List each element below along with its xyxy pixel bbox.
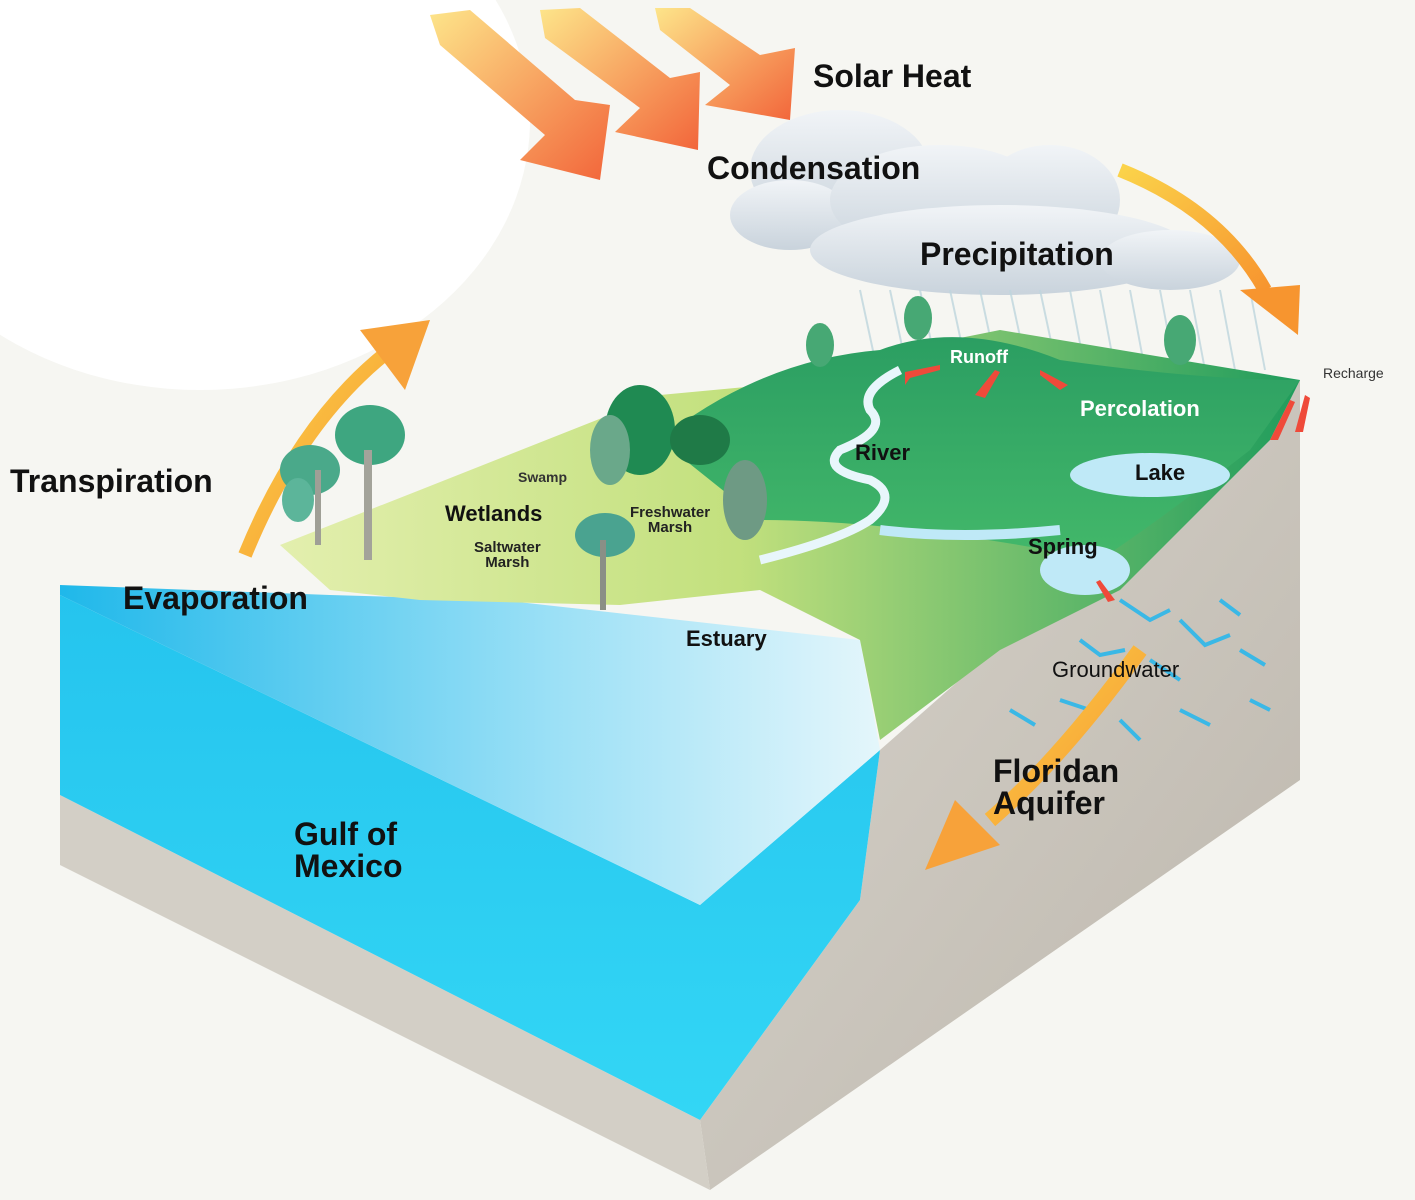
ocean-front — [60, 595, 880, 1120]
label-freshwater-marsh: Freshwater Marsh — [630, 504, 711, 536]
clouds — [730, 110, 1240, 295]
trees — [280, 296, 1196, 610]
label-condensation: Condensation — [707, 150, 921, 186]
evaporation-arrow — [238, 344, 395, 558]
label-estuary: Estuary — [686, 626, 767, 651]
label-spring: Spring — [1028, 534, 1098, 559]
solar-heat-arrows — [430, 8, 795, 180]
label-runoff: Runoff — [950, 347, 1008, 367]
label-lake: Lake — [1135, 460, 1186, 485]
label-groundwater: Groundwater — [1052, 657, 1180, 682]
label-gulf-of-mexico: Gulf of Mexico — [294, 816, 403, 884]
spring-pool — [1040, 545, 1130, 595]
groundwater-cracks — [1008, 598, 1271, 742]
hills — [660, 337, 1300, 560]
ocean-surface — [60, 585, 880, 905]
white-haze — [0, 0, 530, 390]
label-transpiration: Transpiration — [10, 463, 213, 499]
label-recharge: Recharge — [1323, 365, 1384, 381]
aquifer-flow-arrow — [984, 645, 1147, 827]
runoff-arrows — [905, 365, 1310, 602]
label-saltwater-marsh: Saltwater Marsh — [474, 539, 541, 571]
seabed-layer — [60, 795, 710, 1190]
label-solar-heat: Solar Heat — [813, 58, 972, 94]
label-wetlands: Wetlands — [445, 501, 543, 526]
precipitation-arrow — [1117, 163, 1272, 294]
label-evaporation: Evaporation — [123, 580, 308, 616]
label-floridan-aquifer: Floridan Aquifer — [993, 753, 1120, 821]
bedrock — [700, 380, 1300, 1190]
label-percolation: Percolation — [1080, 396, 1200, 421]
label-swamp: Swamp — [518, 469, 568, 485]
label-precipitation: Precipitation — [920, 236, 1114, 272]
river — [758, 365, 903, 565]
label-river: River — [855, 440, 911, 465]
lake — [1070, 453, 1230, 497]
